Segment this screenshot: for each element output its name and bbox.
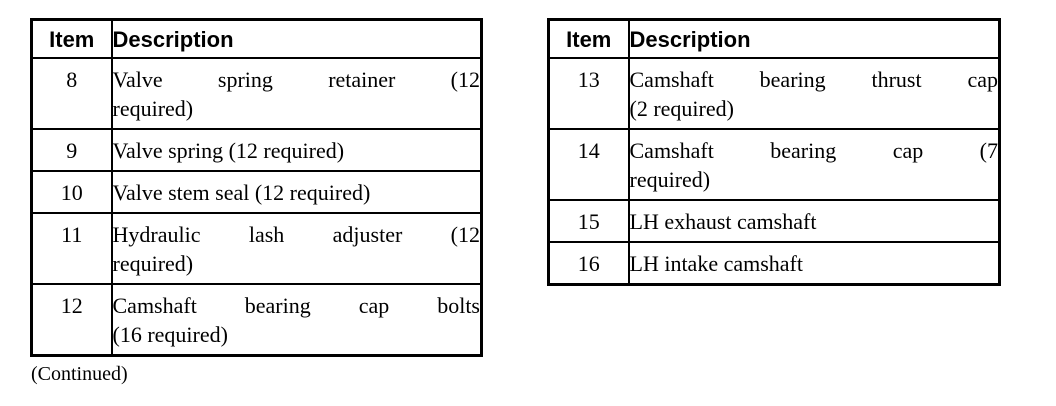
table-row: 11 Hydraulic lash adjuster (12 required) xyxy=(30,212,483,285)
description-line: required) xyxy=(629,167,711,192)
parts-table-right: Item Description 13 Camshaft bearing thr… xyxy=(547,18,1001,286)
table-row: 13 Camshaft bearing thrust cap (2 requir… xyxy=(547,57,1001,130)
header-row: Item Description xyxy=(30,18,483,59)
description-line: Valve spring retainer (12 xyxy=(112,67,481,92)
description-line: required) xyxy=(112,251,194,276)
parts-table-left: Item Description 8 Valve spring retainer… xyxy=(30,18,483,357)
description-line: Camshaft bearing thrust cap xyxy=(629,67,999,92)
table-row: 14 Camshaft bearing cap (7 required) xyxy=(547,128,1001,201)
item-cell: 9 xyxy=(30,128,113,172)
table-row: 9 Valve spring (12 required) xyxy=(30,128,483,172)
item-column-header: Item xyxy=(547,18,630,59)
description-line: LH intake camshaft xyxy=(629,251,804,276)
item-cell: 15 xyxy=(547,199,630,243)
description-cell: Valve spring (12 required) xyxy=(110,128,483,172)
description-line: (2 required) xyxy=(629,96,734,121)
item-cell: 13 xyxy=(547,57,630,130)
description-cell: Camshaft bearing thrust cap (2 required) xyxy=(627,57,1001,130)
item-cell: 8 xyxy=(30,57,113,130)
description-line: (16 required) xyxy=(112,322,228,347)
description-cell: LH exhaust camshaft xyxy=(627,199,1001,243)
table-row: 16 LH intake camshaft xyxy=(547,241,1001,286)
item-cell: 12 xyxy=(30,283,113,357)
description-line: Valve stem seal (12 required) xyxy=(112,180,371,205)
description-column-header: Description xyxy=(627,18,1001,59)
description-cell: Camshaft bearing cap (7 required) xyxy=(627,128,1001,201)
continued-note: (Continued) xyxy=(31,363,128,385)
item-cell: 14 xyxy=(547,128,630,201)
description-line: Hydraulic lash adjuster (12 xyxy=(112,222,481,247)
description-cell: Valve stem seal (12 required) xyxy=(110,170,483,214)
header-row: Item Description xyxy=(547,18,1001,59)
description-line: LH exhaust camshaft xyxy=(629,209,817,234)
description-cell: LH intake camshaft xyxy=(627,241,1001,286)
description-line: Camshaft bearing cap bolts xyxy=(112,293,481,318)
description-cell: Valve spring retainer (12 required) xyxy=(110,57,483,130)
item-column-header: Item xyxy=(30,18,113,59)
description-cell: Hydraulic lash adjuster (12 required) xyxy=(110,212,483,285)
table-row: 15 LH exhaust camshaft xyxy=(547,199,1001,243)
table-row: 10 Valve stem seal (12 required) xyxy=(30,170,483,214)
table-row: 12 Camshaft bearing cap bolts (16 requir… xyxy=(30,283,483,357)
description-column-header: Description xyxy=(110,18,483,59)
description-cell: Camshaft bearing cap bolts (16 required) xyxy=(110,283,483,357)
item-cell: 10 xyxy=(30,170,113,214)
table-row: 8 Valve spring retainer (12 required) xyxy=(30,57,483,130)
description-line: required) xyxy=(112,96,194,121)
item-cell: 16 xyxy=(547,241,630,286)
description-line: Valve spring (12 required) xyxy=(112,138,345,163)
item-cell: 11 xyxy=(30,212,113,285)
description-line: Camshaft bearing cap (7 xyxy=(629,138,999,163)
